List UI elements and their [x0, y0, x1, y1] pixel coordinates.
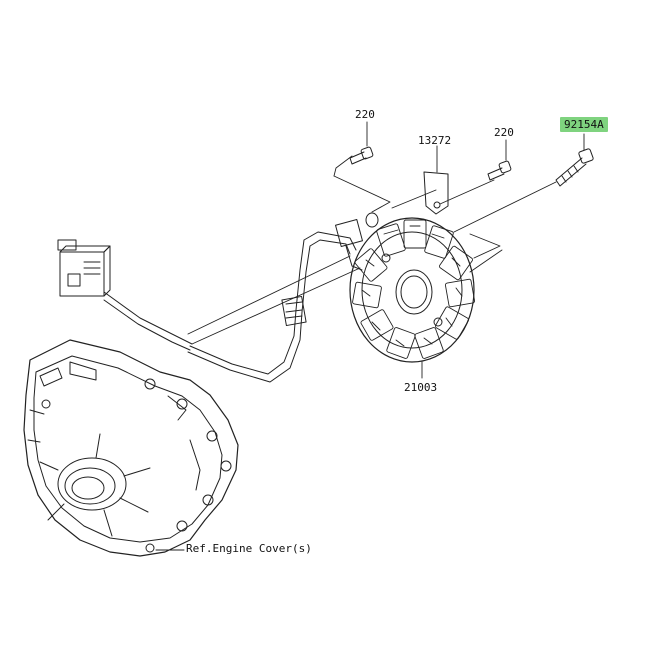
stator — [349, 217, 476, 363]
label-stator-21003: 21003 — [404, 381, 438, 394]
wire-harness — [103, 212, 379, 383]
label-leader-lines — [366, 121, 585, 379]
bolt-220-left — [349, 146, 374, 165]
label-bolt-92154A[interactable]: 92154A — [560, 117, 608, 132]
label-bolt-220-right: 220 — [494, 126, 514, 139]
engine-cover — [23, 339, 239, 557]
label-bracket-13272: 13272 — [418, 134, 452, 147]
bolt-92154A — [555, 148, 594, 187]
wire-connector — [57, 239, 111, 297]
reference-note: Ref.Engine Cover(s) — [186, 542, 312, 555]
label-bolt-220-left: 220 — [355, 108, 375, 121]
assembly-guide-lines — [187, 155, 557, 345]
bolt-220-right — [487, 160, 512, 181]
bracket-plate — [423, 171, 449, 215]
